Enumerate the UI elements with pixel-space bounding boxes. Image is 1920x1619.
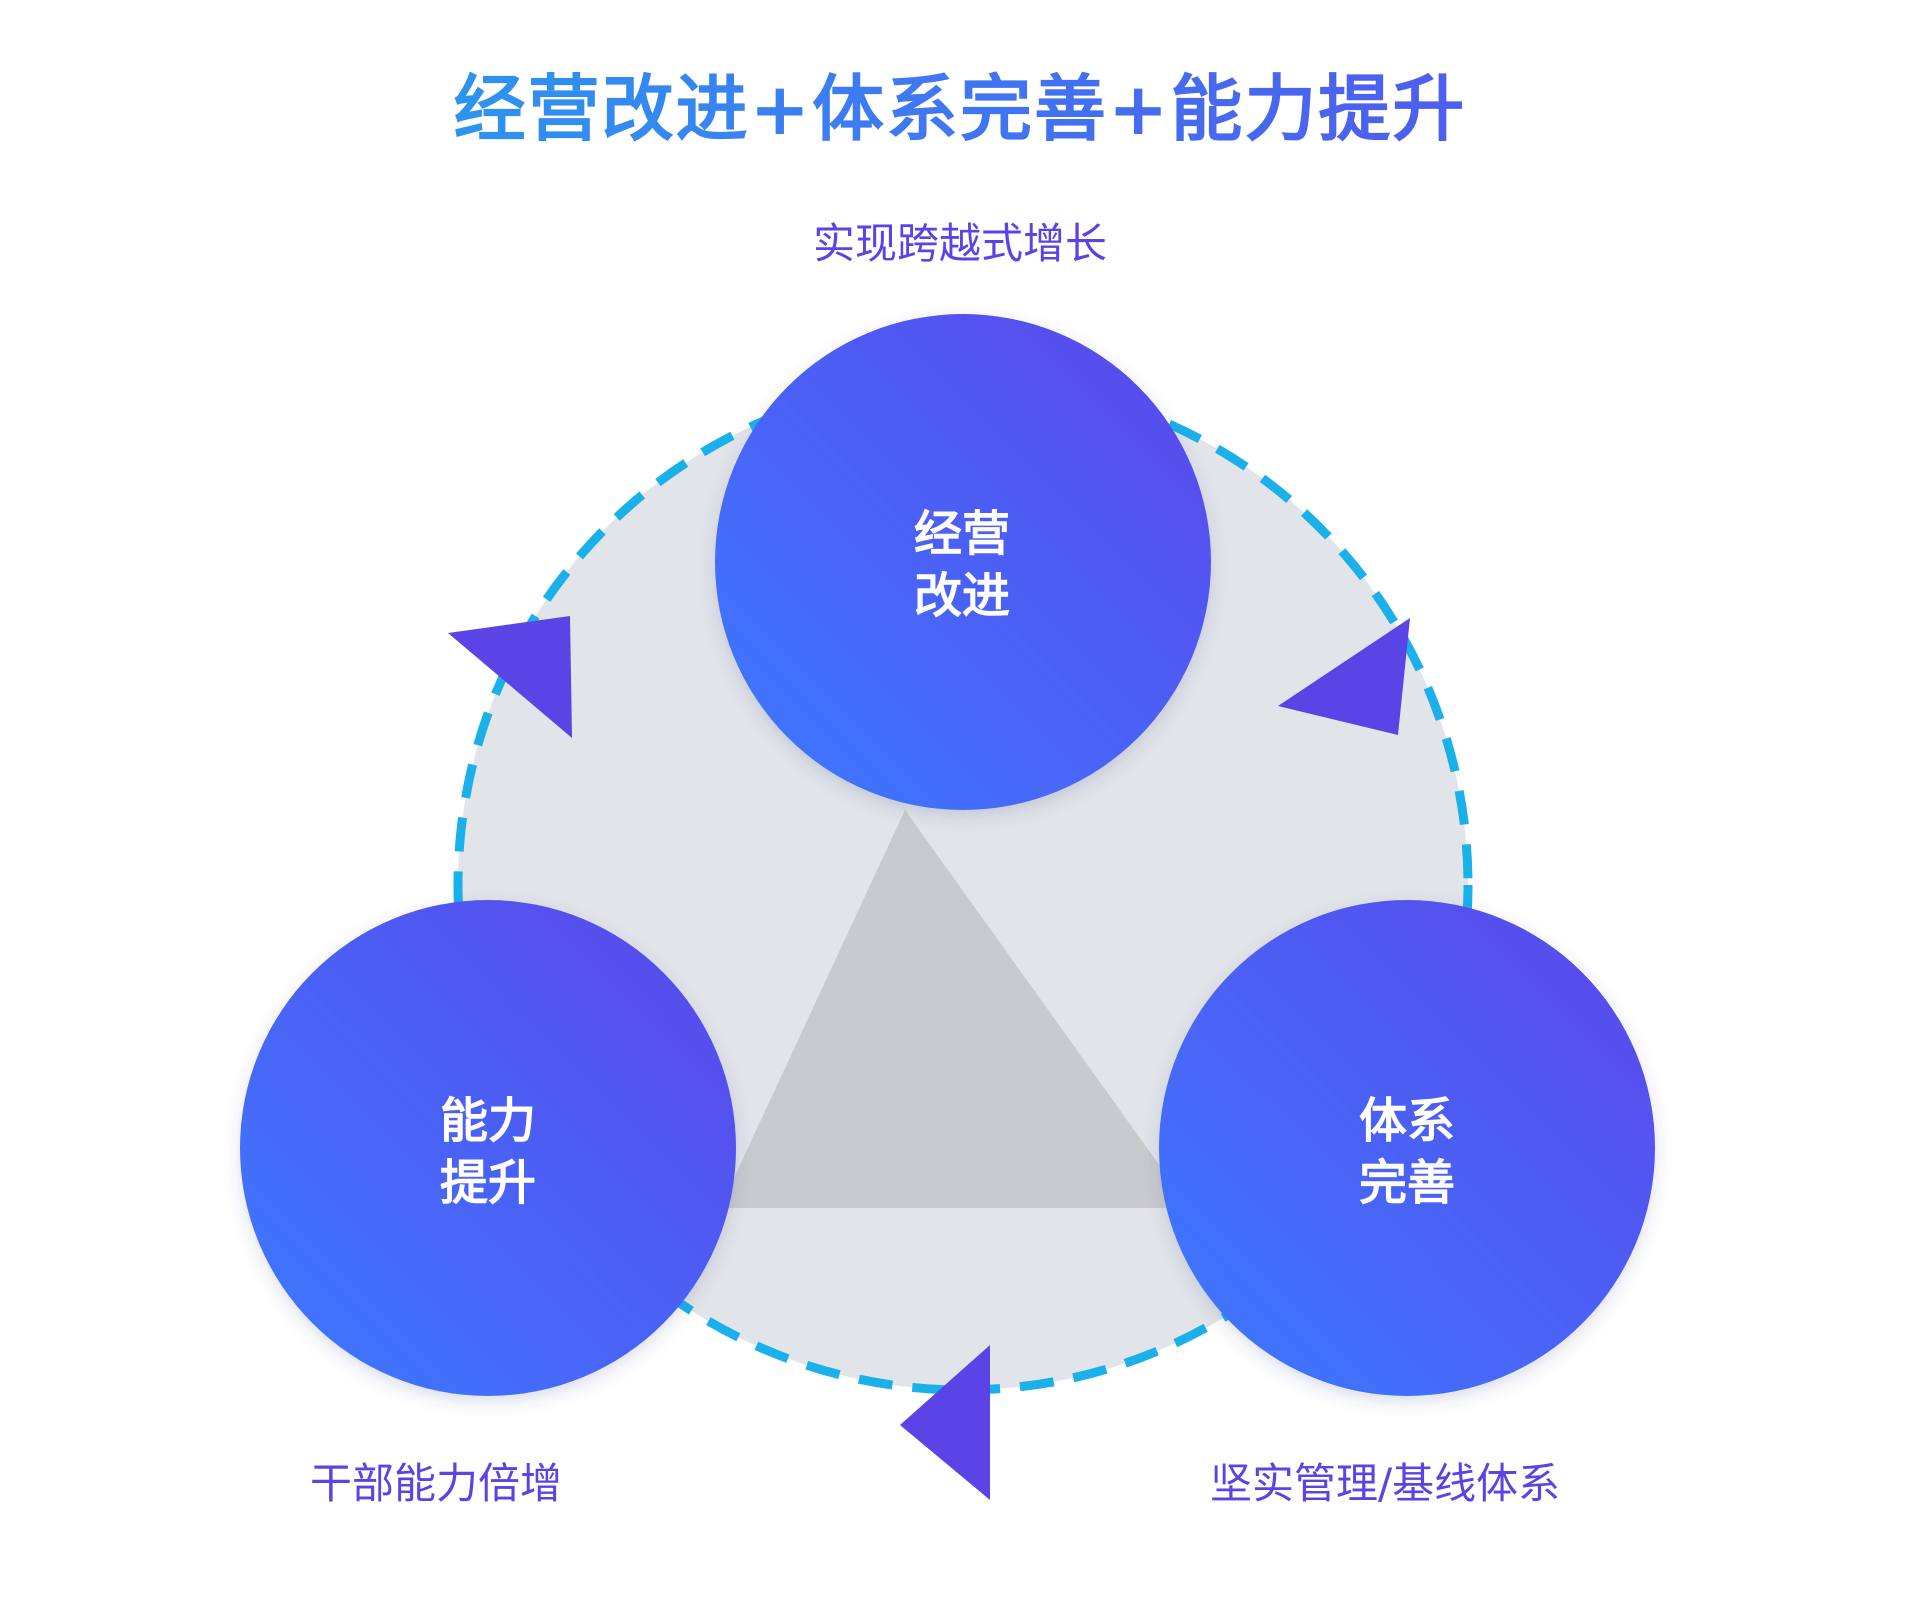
circle-top-line2: 改进 bbox=[913, 568, 1010, 624]
circle-right-line1: 体系 bbox=[1358, 1093, 1455, 1149]
outcome-right-label: 坚实管理/基线体系 bbox=[1210, 1459, 1561, 1508]
circle-business-improvement bbox=[715, 314, 1211, 810]
circle-left-line2: 提升 bbox=[439, 1155, 536, 1211]
circle-capability-upgrade bbox=[240, 900, 736, 1396]
circle-left-line1: 能力 bbox=[439, 1093, 536, 1149]
circle-top-label: 经营 改进 bbox=[852, 503, 1072, 627]
cycle-arrow-right-icon bbox=[1278, 618, 1410, 735]
outcome-top-label: 实现跨越式增长 bbox=[812, 219, 1107, 268]
center-triangle bbox=[720, 810, 1190, 1208]
cycle-arrow-bottom-icon bbox=[900, 1345, 990, 1500]
outcome-left-label: 干部能力倍增 bbox=[310, 1459, 563, 1508]
circle-top-line1: 经营 bbox=[913, 506, 1010, 562]
page-title: 经营改进+体系完善+能力提升 bbox=[0, 50, 1920, 155]
circle-left-label: 能力 提升 bbox=[378, 1090, 598, 1214]
circle-right-label: 体系 完善 bbox=[1297, 1090, 1517, 1214]
circle-system-improvement bbox=[1159, 900, 1655, 1396]
cycle-arrow-left-icon bbox=[448, 616, 572, 738]
circle-right-line2: 完善 bbox=[1358, 1155, 1455, 1211]
